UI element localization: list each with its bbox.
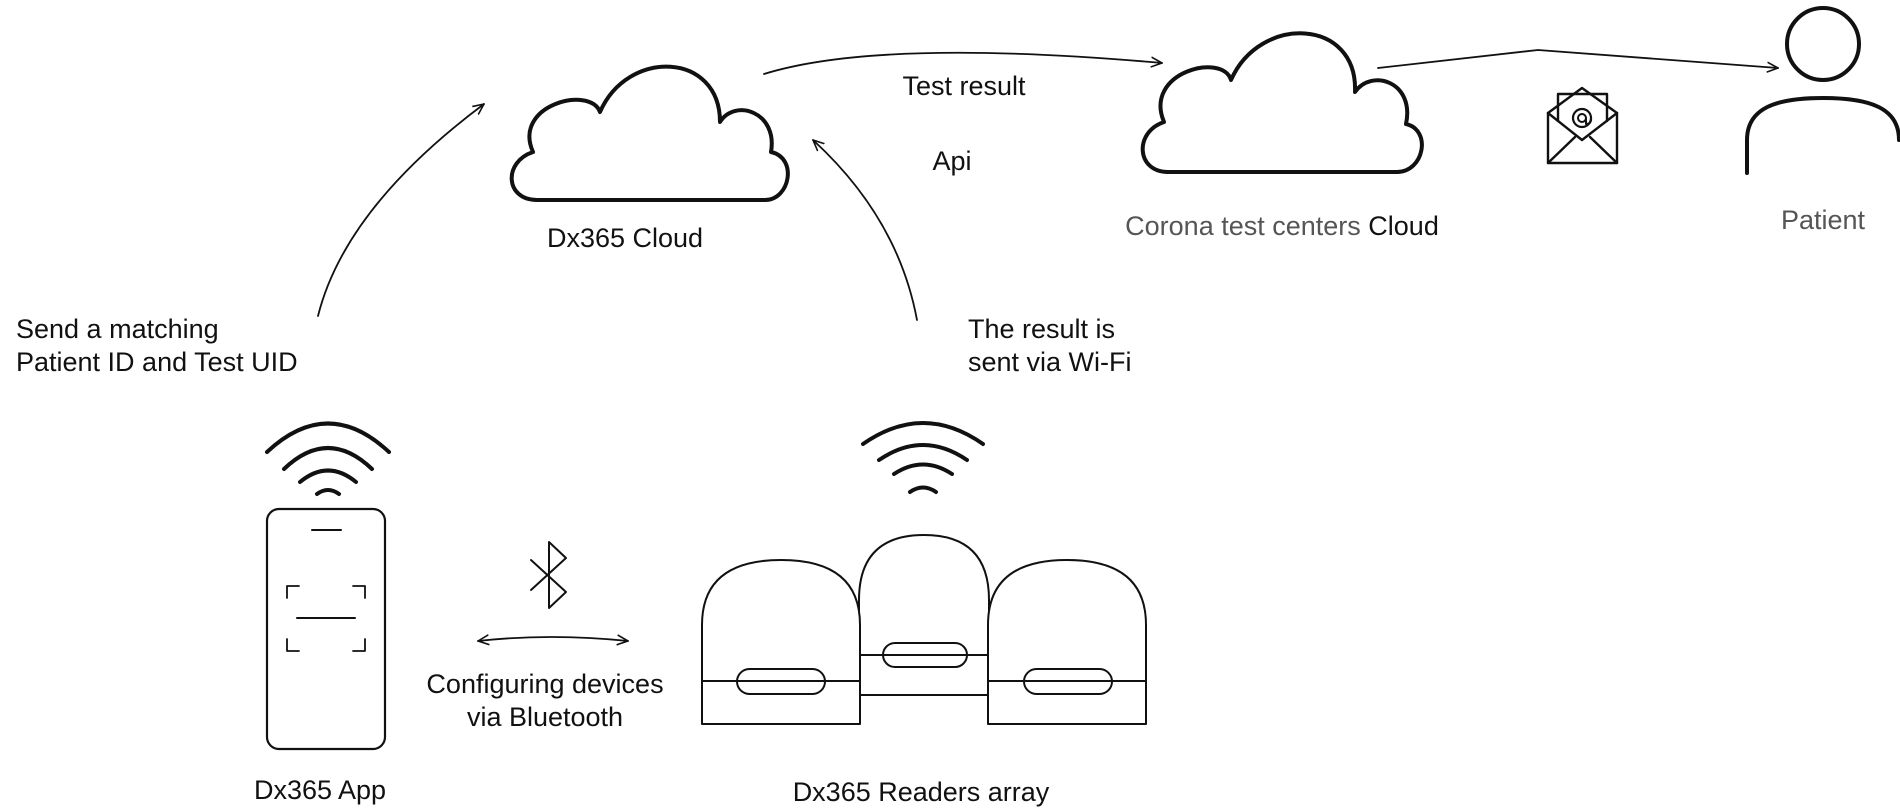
result-sent-label-line1: The result is [968, 314, 1116, 344]
bluetooth-icon [530, 541, 567, 609]
arrow-readers-to-cloud [812, 139, 918, 321]
arrow-app-to-cloud [317, 103, 485, 317]
patient-label: Patient [1780, 205, 1866, 235]
send-matching-label-line2: Patient ID and Test UID [16, 347, 298, 377]
configuring-label-line2: via Bluetooth [466, 702, 624, 732]
wifi-icon [861, 421, 985, 494]
dx365-cloud-icon [509, 64, 790, 202]
arrow-corona-to-patient [1377, 49, 1779, 68]
arrow-bluetooth-config [477, 637, 629, 641]
result-sent-label-line2: sent via Wi-Fi [968, 347, 1132, 377]
dx365-cloud-label: Dx365 Cloud [546, 223, 704, 253]
readers-array-label: Dx365 Readers array [792, 777, 1050, 807]
corona-cloud-icon [1140, 31, 1424, 174]
readers-array-icon [701, 534, 1147, 725]
corona-cloud-label: Corona test centers Cloud [1125, 210, 1439, 243]
send-matching-label-line1: Send a matching [16, 314, 219, 344]
configuring-label-line1: Configuring devices [426, 669, 664, 699]
dx365-app-label: Dx365 App [253, 775, 387, 805]
test-result-label: Test result [902, 71, 1026, 101]
corona-cloud-label-part2: Cloud [1368, 211, 1439, 241]
wifi-icon [265, 421, 391, 496]
api-label: Api [932, 146, 972, 176]
corona-cloud-label-part1: Corona test centers [1125, 211, 1361, 241]
arrow-cloud-to-corona [763, 51, 1163, 75]
person-icon [1745, 6, 1900, 175]
email-envelope-icon [1546, 86, 1619, 165]
smartphone-scan-icon [265, 507, 387, 751]
